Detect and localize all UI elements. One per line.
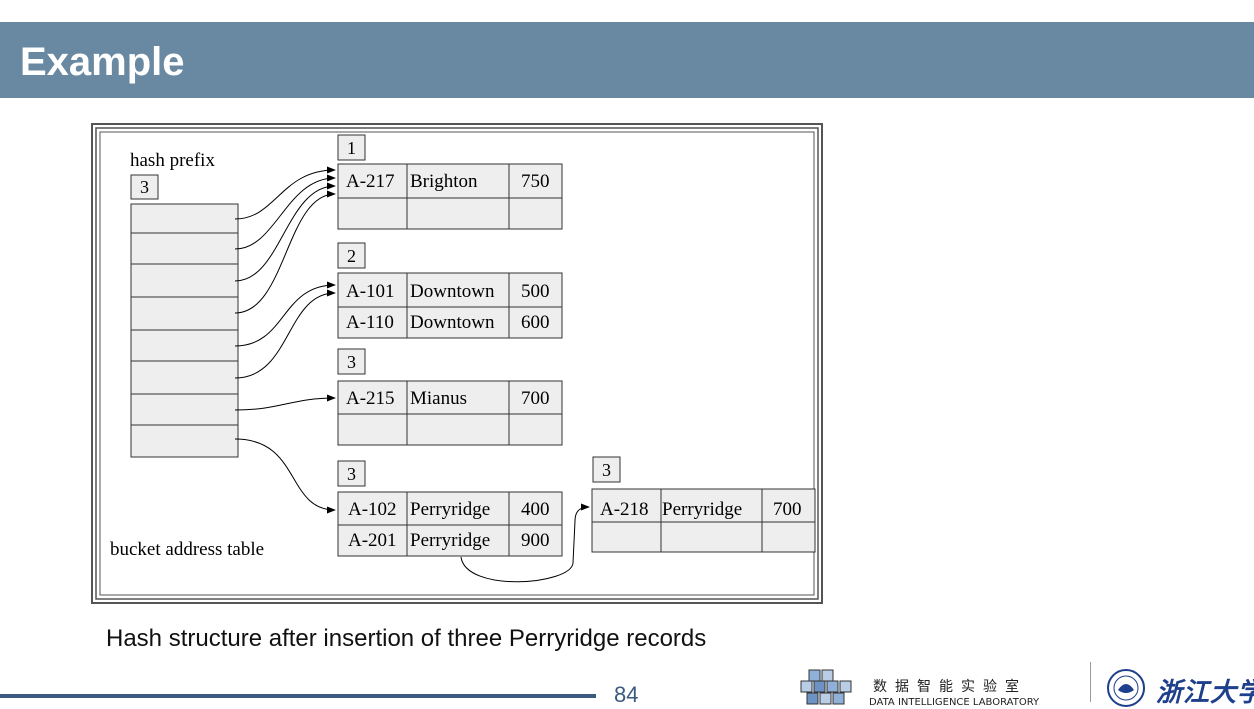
- bucket-depth: 2: [347, 246, 356, 266]
- bucket-address-table-label: bucket address table: [110, 539, 264, 560]
- record-balance: 700: [521, 388, 550, 409]
- record-account: A-217: [346, 171, 395, 192]
- record-account: A-215: [346, 388, 395, 409]
- record-account: A-101: [346, 281, 395, 302]
- hash-prefix-label: hash prefix: [130, 150, 215, 171]
- record-balance: 600: [521, 312, 550, 333]
- bucket-2: 2 A-101 Downtown 500 A-110 Downtown 600: [337, 242, 563, 339]
- logo-divider: [1090, 662, 1091, 702]
- slide-title: Example: [20, 40, 185, 84]
- record-balance: 750: [521, 171, 550, 192]
- record-balance: 500: [521, 281, 550, 302]
- global-depth-box: [130, 174, 159, 200]
- frame-outer: [91, 123, 823, 604]
- extendable-hash-diagram: hash prefix 3 bucket address table: [91, 123, 823, 604]
- frame-inner: [99, 131, 815, 596]
- bucket-depth: 1: [347, 138, 356, 158]
- bucket-depth: 3: [347, 352, 356, 372]
- lab-logo: 数据智能实验室 DATA INTELLIGENCE LABORATORY: [795, 668, 1075, 708]
- lab-cubes-icon: [800, 669, 852, 705]
- record-branch: Downtown: [410, 312, 495, 333]
- record-balance: 400: [521, 499, 550, 520]
- university-name: 浙江大学: [1156, 678, 1254, 708]
- bucket-depth: 3: [602, 460, 611, 480]
- record-branch: Perryridge: [410, 530, 490, 551]
- record-account: A-110: [346, 312, 394, 333]
- figure-caption: Hash structure after insertion of three …: [106, 625, 707, 652]
- bucket-1: 1 A-217 Brighton 750: [337, 134, 563, 230]
- record-branch: Mianus: [410, 388, 467, 409]
- bucket-address-table: [130, 203, 239, 458]
- record-account: A-102: [348, 499, 397, 520]
- bucket-3: 3 A-215 Mianus 700: [337, 348, 563, 446]
- university-seal-icon: [1107, 669, 1145, 707]
- record-branch: Brighton: [410, 171, 478, 192]
- record-branch: Perryridge: [662, 499, 742, 520]
- bucket-depth: 3: [347, 464, 356, 484]
- lab-name-en: DATA INTELLIGENCE LABORATORY: [869, 697, 1040, 708]
- lab-name-cn: 数据智能实验室: [873, 679, 1027, 695]
- record-branch: Downtown: [410, 281, 495, 302]
- record-balance: 900: [521, 530, 550, 551]
- global-depth-value: 3: [140, 177, 149, 197]
- footer-line: [0, 694, 596, 698]
- university-logo: 浙江大学: [1106, 668, 1254, 708]
- page-number: 84: [614, 682, 639, 707]
- title-bar: Example: [0, 22, 1254, 98]
- frame-middle: [95, 127, 819, 600]
- bucket-5-overflow: 3 A-218 Perryridge 700: [591, 456, 816, 553]
- record-balance: 700: [773, 499, 802, 520]
- pointer-arrows: [234, 166, 590, 583]
- bucket-4: 3 A-102 Perryridge 400 A-201 Perryridge …: [337, 460, 563, 557]
- record-account: A-218: [600, 499, 649, 520]
- record-account: A-201: [348, 530, 397, 551]
- record-branch: Perryridge: [410, 499, 490, 520]
- diagram-svg: hash prefix 3 bucket address table: [91, 123, 823, 604]
